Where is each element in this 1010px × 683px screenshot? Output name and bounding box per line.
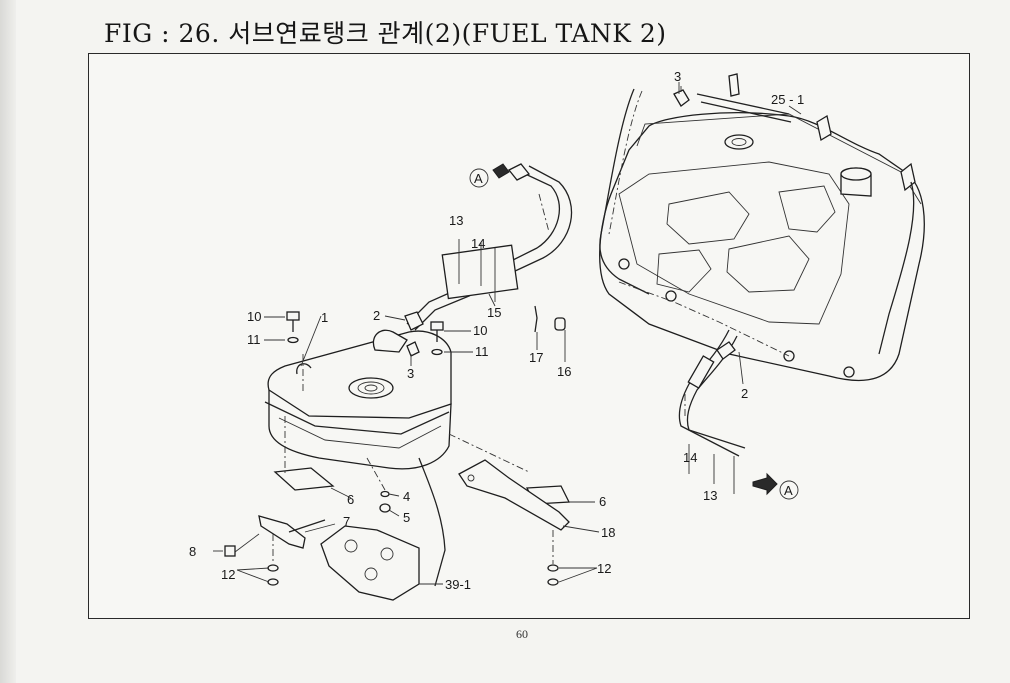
label-1: 1 <box>321 310 328 325</box>
label-39-1: 39-1 <box>445 577 471 592</box>
label-14-right: 14 <box>683 450 697 465</box>
leader-lines <box>213 82 802 585</box>
figure-title: FIG : 26. 서브연료탱크 관계(2)(FUEL TANK 2) <box>104 19 667 48</box>
ref-label-a-left: A <box>474 171 483 186</box>
parts-diagram: A A <box>189 69 925 601</box>
scan-edge <box>0 0 16 683</box>
sub-tank-hose <box>406 163 573 331</box>
label-8: 8 <box>189 544 196 559</box>
bracket-7 <box>258 515 326 549</box>
label-4: 4 <box>403 489 410 504</box>
part-4-5 <box>379 490 391 513</box>
part-labels: 10 11 1 2 3 10 11 13 14 15 17 16 3 25 - … <box>189 69 804 592</box>
label-13-right: 13 <box>703 488 717 503</box>
cushion-12-left <box>267 534 279 586</box>
label-18: 18 <box>601 525 615 540</box>
label-6-left: 6 <box>347 492 354 507</box>
label-17: 17 <box>529 350 543 365</box>
label-3-right: 3 <box>674 69 681 84</box>
label-15: 15 <box>487 305 501 320</box>
label-10-left: 10 <box>247 309 261 324</box>
label-11-right: 11 <box>475 344 489 359</box>
label-3-left: 3 <box>407 366 414 381</box>
frame-39-1 <box>320 457 446 601</box>
main-fuel-tank <box>599 73 925 382</box>
label-11-left: 11 <box>247 332 261 347</box>
label-2-left: 2 <box>373 308 380 323</box>
cushion-12-right <box>547 530 559 586</box>
ref-label-a-right: A <box>784 483 793 498</box>
page-number: 60 <box>516 627 528 641</box>
label-12-right: 12 <box>597 561 611 576</box>
label-25-1: 25 - 1 <box>771 92 804 107</box>
label-6-right: 6 <box>599 494 606 509</box>
label-12-left: 12 <box>221 567 235 582</box>
right-fuel-hose <box>678 329 746 494</box>
stay-18 <box>458 459 570 531</box>
bracket-6-left <box>273 416 335 491</box>
bolt-8 <box>224 533 260 557</box>
sub-fuel-tank <box>264 329 452 470</box>
part-17-16 <box>534 305 566 333</box>
ref-arrow-a-right: A <box>752 472 799 500</box>
clamp-3-top <box>673 86 690 107</box>
bolt-10-right <box>430 321 444 356</box>
label-13-left: 13 <box>449 213 463 228</box>
label-16: 16 <box>557 364 571 379</box>
label-2-right: 2 <box>741 386 748 401</box>
bolt-10-left <box>286 311 300 344</box>
clamp-2-left <box>404 311 424 357</box>
ref-arrow-a-left: A <box>469 163 510 188</box>
diagram-frame: A A <box>88 53 970 619</box>
label-10-right: 10 <box>473 323 487 338</box>
label-7: 7 <box>343 514 350 529</box>
label-5: 5 <box>403 510 410 525</box>
label-14-left: 14 <box>471 236 485 251</box>
